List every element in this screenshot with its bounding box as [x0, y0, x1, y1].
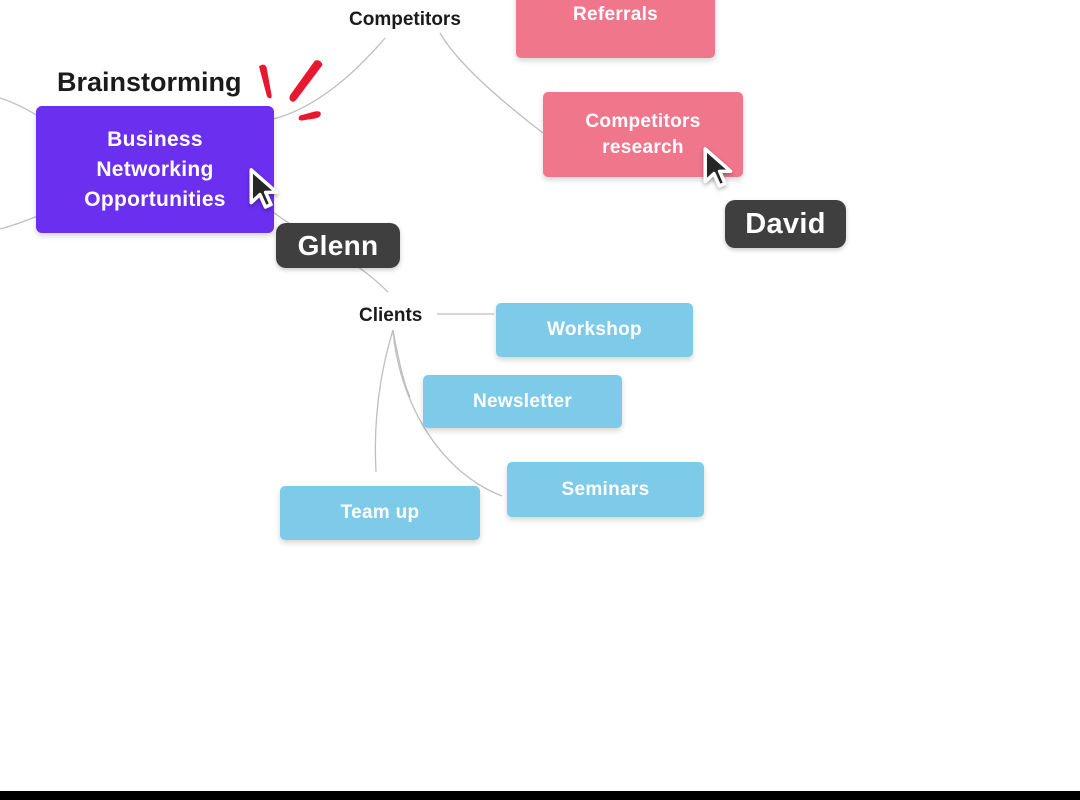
branch-label-clients[interactable]: Clients	[359, 305, 423, 326]
letterbox-bar	[0, 791, 1080, 800]
cursor-arrow-glyph	[703, 147, 733, 188]
node-newsletter[interactable]: Newsletter	[423, 375, 622, 428]
emphasis-stroke-main	[289, 60, 323, 102]
node-workshop[interactable]: Workshop	[496, 303, 693, 357]
emphasis-stroke-left	[259, 64, 272, 99]
cursor-arrow-glyph	[249, 168, 279, 209]
connector-clients-newsletter	[392, 329, 411, 398]
connector-clients-seminars	[392, 329, 503, 497]
branch-label-competitors[interactable]: Competitors	[349, 9, 461, 30]
glenn-cursor-icon	[249, 168, 279, 209]
heading-brainstorming[interactable]: Brainstorming	[57, 67, 242, 97]
connector-clients-teamup	[374, 329, 394, 473]
node-competitors-research[interactable]: Competitors research	[543, 92, 743, 177]
glenn-cursor-name-badge: Glenn	[276, 223, 400, 268]
node-seminars[interactable]: Seminars	[507, 462, 704, 517]
emphasis-marks-icon	[259, 60, 323, 121]
emphasis-stroke-small	[298, 111, 321, 121]
connector-competitors-research	[439, 32, 544, 134]
node-referrals[interactable]: Referrals	[516, 0, 715, 58]
node-business-networking-opportunities[interactable]: Business Networking Opportunities	[36, 106, 274, 233]
connector-root-competitors	[257, 37, 386, 123]
node-team-up[interactable]: Team up	[280, 486, 480, 540]
david-cursor-icon	[703, 147, 733, 188]
david-cursor-name-badge: David	[725, 200, 846, 248]
